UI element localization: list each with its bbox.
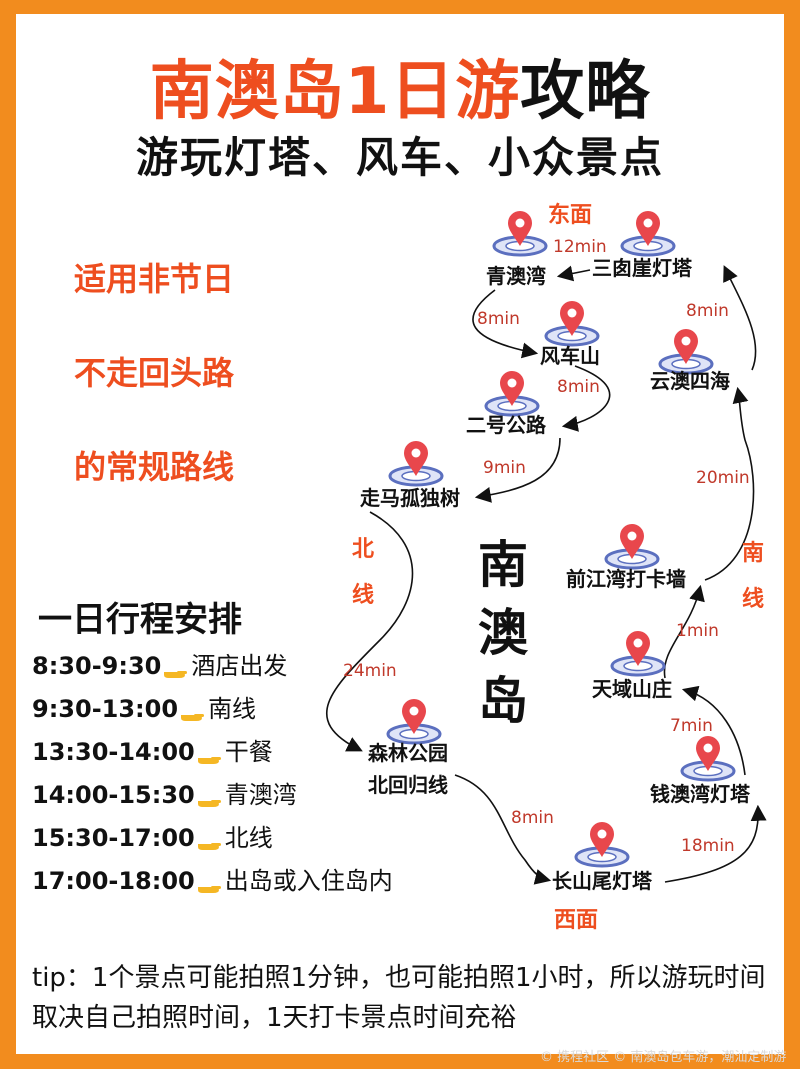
- route-fengche-erhao: [561, 365, 611, 432]
- spot-senlin: 森林公园: [368, 741, 448, 765]
- location-pins: [386, 211, 736, 868]
- duration-north: 24min: [343, 661, 397, 681]
- tag-regular-route: 的常规路线: [74, 448, 235, 486]
- route-qianjiang-yunao: [704, 386, 755, 581]
- spot-zouma: 走马孤独树: [360, 486, 460, 510]
- pointing-hand-icon: [197, 875, 223, 893]
- island-name-3: 岛: [478, 672, 528, 730]
- route-qingao-fengche: [472, 289, 539, 359]
- pointing-hand-icon: [163, 660, 189, 678]
- spot-qianaowan: 钱澳湾灯塔: [650, 782, 751, 806]
- route-yunao-sanqiaya: [723, 265, 757, 371]
- spot-sanqiaya: 三囱崖灯塔: [592, 256, 693, 280]
- location-pin-icon: [658, 329, 714, 375]
- page-title: 南澳岛1日游攻略: [0, 40, 800, 132]
- schedule-activity: 青澳湾: [224, 781, 297, 809]
- spot-erhao: 二号公路: [466, 413, 547, 437]
- schedule-time: 17:00-18:00: [32, 867, 195, 895]
- duration-east: 12min: [553, 237, 607, 257]
- spot-fengche: 风车山: [540, 344, 600, 368]
- route-changshan-qianao: [664, 804, 767, 883]
- pointing-hand-icon: [180, 703, 206, 721]
- island-name-2: 澳: [478, 604, 529, 662]
- watermark: © 携程社区 © 南澳岛包车游，潮汕定制游: [540, 1050, 787, 1065]
- tag-non-holiday: 适用非节日: [74, 260, 235, 298]
- duration-qianjiang-yunao: 20min: [696, 468, 750, 488]
- spot-yunaosihai: 云澳四海: [650, 369, 730, 393]
- schedule-activity: 酒店出发: [191, 652, 288, 680]
- pointing-hand-icon: [197, 746, 223, 764]
- page-subtitle: 游玩灯塔、风车、小众景点: [135, 133, 664, 182]
- schedule-time: 13:30-14:00: [32, 738, 195, 766]
- title-main: 南澳岛1日游: [149, 55, 521, 129]
- schedule-item: 13:30-14:00 干餐: [32, 732, 273, 767]
- spot-beihuiguixian: 北回归线: [368, 773, 448, 797]
- location-pin-icon: [386, 699, 442, 745]
- schedule-activity: 南线: [208, 695, 257, 723]
- direction-east: 东面: [548, 202, 592, 228]
- route-north: [326, 511, 414, 752]
- schedule-title: 一日行程安排: [38, 600, 242, 640]
- location-pin-icon: [574, 822, 630, 868]
- duration-qingao-fengche: 8min: [477, 309, 520, 329]
- svg-text:线: 线: [352, 582, 374, 608]
- schedule-item: 8:30-9:30 酒店出发: [32, 646, 287, 681]
- route-erhao-zouma: [474, 437, 561, 503]
- poster-card: [16, 14, 784, 1054]
- direction-south: 南 线: [742, 541, 764, 612]
- spot-changshanwei: 长山尾灯塔: [552, 869, 653, 893]
- schedule-activity: 出岛或入住岛内: [224, 867, 393, 895]
- pointing-hand-icon: [197, 832, 223, 850]
- svg-text:线: 线: [742, 586, 764, 612]
- spot-tianyu: 天域山庄: [592, 677, 672, 701]
- route-qianao-tianyu: [681, 685, 746, 776]
- route-senlin-changshan: [454, 774, 552, 885]
- schedule-item: 17:00-18:00 出岛或入住岛内: [32, 861, 393, 896]
- route-tianyu-qianjiang: [663, 584, 705, 679]
- svg-text:北: 北: [352, 537, 374, 562]
- location-pin-icon: [610, 631, 666, 677]
- schedule-time: 9:30-13:00: [32, 695, 179, 723]
- tip-text: tip：1个景点可能拍照1分钟，也可能拍照1小时，所以游玩时间取决自己拍照时间，…: [32, 963, 766, 1033]
- route-east: [556, 265, 591, 282]
- schedule-time: 14:00-15:30: [32, 781, 195, 809]
- schedule-time: 8:30-9:30: [32, 652, 162, 680]
- duration-tianyu-qianjiang: 1min: [676, 621, 719, 641]
- direction-north: 北 线: [352, 537, 374, 608]
- route-lines: [326, 265, 767, 885]
- location-pin-icon: [544, 301, 600, 347]
- schedule-item: 14:00-15:30 青澳湾: [32, 775, 297, 810]
- schedule-item: 9:30-13:00 南线: [32, 689, 256, 724]
- spot-qianjiang: 前江湾打卡墙: [566, 567, 686, 591]
- duration-erhao-zouma: 9min: [483, 458, 526, 478]
- duration-changshan-qianao: 18min: [681, 836, 735, 856]
- duration-fengche-erhao: 8min: [557, 377, 600, 397]
- location-pin-icon: [484, 371, 540, 417]
- duration-yunao-sanqiaya: 8min: [686, 301, 729, 321]
- schedule-activity: 干餐: [224, 738, 273, 766]
- duration-senlin-changshan: 8min: [511, 808, 554, 828]
- direction-west: 西面: [554, 908, 598, 933]
- location-pin-icon: [388, 441, 444, 487]
- spot-qingaowan: 青澳湾: [486, 264, 546, 288]
- location-pin-icon: [492, 211, 548, 257]
- location-pin-icon: [604, 524, 660, 570]
- schedule-time: 15:30-17:00: [32, 824, 195, 852]
- location-pin-icon: [680, 736, 736, 782]
- pointing-hand-icon: [197, 789, 223, 807]
- title-suffix: 攻略: [520, 55, 651, 129]
- schedule-activity: 北线: [224, 824, 273, 852]
- duration-qianao-tianyu: 7min: [670, 716, 713, 736]
- island-name-1: 南: [478, 536, 528, 594]
- schedule-item: 15:30-17:00 北线: [32, 818, 273, 853]
- svg-text:南: 南: [742, 541, 764, 566]
- tag-no-backtrack: 不走回头路: [74, 354, 235, 392]
- location-pin-icon: [620, 211, 676, 257]
